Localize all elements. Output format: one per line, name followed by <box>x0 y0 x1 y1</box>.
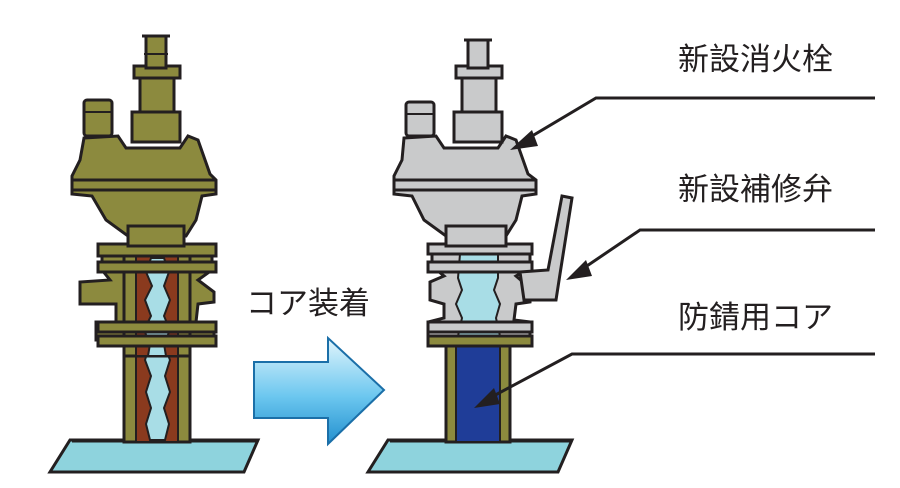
old-spindle-tip <box>144 34 168 70</box>
old-hydrant-neck <box>126 224 186 248</box>
label-new-hydrant: 新設消火栓 <box>678 42 833 78</box>
anticorrosion-core-lower <box>455 335 501 443</box>
leader-new-hydrant <box>521 96 875 144</box>
label-new-repair-valve: 新設補修弁 <box>678 172 833 208</box>
old-flange-lower <box>96 320 218 334</box>
old-hydrant <box>47 34 261 474</box>
old-spindle-base <box>130 110 182 144</box>
old-flange-bottom <box>96 334 218 348</box>
new-spindle-tip <box>466 38 490 70</box>
new-flange-lower <box>426 320 534 334</box>
old-flange-mid <box>96 260 218 274</box>
old-hydrant-cap <box>82 98 114 138</box>
new-spindle <box>460 76 498 114</box>
new-hydrant-neck <box>444 224 508 248</box>
new-spindle-base <box>452 110 504 144</box>
leader-arrowhead-valve <box>566 260 592 280</box>
leader-repair-valve <box>577 228 875 274</box>
new-hydrant <box>365 38 575 474</box>
new-hydrant-cap <box>404 100 436 138</box>
new-hydrant-dome <box>392 134 538 238</box>
old-hydrant-dome <box>70 134 218 238</box>
leader-arrowhead-core <box>474 388 500 408</box>
new-flange-bottom <box>426 334 534 348</box>
action-label: コア装着 <box>246 286 370 322</box>
repair-valve-handle <box>518 194 574 302</box>
old-water-main <box>47 438 261 474</box>
label-anticorrosion-core: 防錆用コア <box>678 300 833 336</box>
old-spindle <box>138 76 176 114</box>
leader-anticorrosion-core <box>485 352 875 402</box>
callouts: 新設消火栓 新設補修弁 防錆用コア <box>474 42 875 408</box>
new-water-main <box>365 438 575 474</box>
leader-arrowhead-hydrant <box>510 130 538 150</box>
new-flange-mid <box>426 260 534 274</box>
right-arrow <box>253 335 386 447</box>
